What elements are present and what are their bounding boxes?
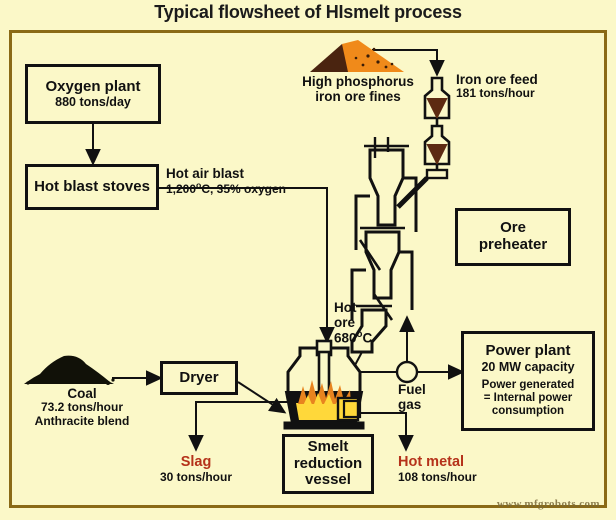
ore-chute (396, 176, 429, 209)
iron-ore-fines-pile-icon (310, 40, 404, 72)
hot-ore-line-1: Hot (334, 300, 357, 315)
ore-charge-upper (426, 98, 448, 120)
hot-blast-stoves-title: Hot blast stoves (34, 177, 150, 195)
page-title: Typical flowsheet of HIsmelt process (154, 2, 462, 22)
box-hot-blast-stoves[interactable]: Hot blast stoves (25, 164, 159, 210)
srv-title-3: vessel (305, 471, 351, 489)
power-plant-title: Power plant (485, 342, 571, 360)
label-slag: Slag 30 tons/hour (146, 454, 246, 485)
hot-ore-line-2: ore (334, 315, 356, 331)
oxygen-plant-rate: 880 tons/day (55, 95, 131, 110)
ore-charge-lower (426, 144, 448, 166)
power-plant-note-1: Power generated (481, 379, 575, 392)
lance-tube (317, 350, 331, 396)
coal-pile-icon (24, 355, 115, 385)
ore-preheater-title-2: preheater (478, 236, 548, 253)
label-hot-metal: Hot metal 108 tons/hour (398, 454, 522, 485)
coal-line-3: Anthracite blend (34, 413, 130, 428)
hot-ore-line-3b: C (362, 330, 373, 346)
iron-ore-feed-line-1: Iron ore feed (456, 72, 538, 87)
hot-air-blast-line-1: Hot air blast (166, 166, 245, 181)
hot-air-blast-line-2: 1,200oC, 35% oxygen (166, 180, 336, 197)
preheater-cyclones (350, 137, 418, 354)
hot-metal-tap-line (352, 412, 414, 452)
power-plant-note-2: = Internal power (483, 392, 573, 405)
label-iron-ore-fines: High phosphorus iron ore fines (296, 74, 420, 104)
fuel-gas-line-1: Fuel (398, 382, 426, 397)
power-plant-capacity: 20 MW capacity (481, 360, 575, 375)
hot-air-blast-line (159, 187, 335, 344)
box-power-plant[interactable]: Power plant 20 MW capacity Power generat… (461, 331, 595, 431)
ore-feed-line (372, 49, 445, 77)
label-coal: Coal 73.2 tons/hour Anthracite blend (8, 386, 156, 428)
box-ore-preheater[interactable]: Ore preheater (455, 208, 571, 266)
label-fuel-gas: Fuel gas (398, 382, 452, 412)
degree-symbol-ore: o (356, 329, 363, 341)
dryer-to-vessel-line (237, 381, 287, 414)
iron-ore-feed-line-2: 181 tons/hour (456, 86, 535, 101)
iron-ore-fines-line-2: iron ore fines (315, 89, 401, 105)
label-iron-ore-feed: Iron ore feed 181 tons/hour (456, 72, 586, 101)
dryer-title: Dryer (179, 368, 219, 386)
coal-line-2: 73.2 tons/hour (40, 400, 123, 415)
watermark: www.mfgrobots.com (496, 498, 600, 510)
fuel-gas-line-2: gas (398, 397, 422, 413)
hot-ore-line-3: 680oC (334, 329, 390, 346)
box-oxygen-plant[interactable]: Oxygen plant 880 tons/day (25, 64, 161, 124)
oxygen-plant-title: Oxygen plant (45, 77, 141, 95)
slag-title: Slag (180, 454, 212, 470)
srv-title-1: Smelt (307, 437, 349, 455)
hot-air-blast-temp: 1,200 (166, 182, 197, 197)
iron-ore-fines-line-1: High phosphorus (302, 74, 414, 89)
hot-metal-title: Hot metal (398, 454, 465, 470)
ore-preheater-title-1: Ore (500, 219, 526, 237)
power-plant-note-3: consumption (491, 405, 565, 418)
hot-metal-rate: 108 tons/hour (398, 469, 477, 484)
srv-title-2: reduction (293, 454, 363, 472)
box-smelt-reduction-vessel[interactable]: Smelt reduction vessel (282, 434, 374, 494)
degree-symbol-air: o (196, 180, 202, 191)
ore-feed-gate (425, 168, 449, 180)
slag-rate: 30 tons/hour (159, 469, 232, 484)
fuel-gas-valve-icon (395, 360, 419, 384)
slag-tap-line (188, 401, 288, 452)
hot-ore-temp: 680 (334, 330, 357, 346)
coal-line-1: Coal (67, 386, 97, 401)
label-hot-air-blast: Hot air blast 1,200oC, 35% oxygen (166, 166, 336, 197)
box-dryer[interactable]: Dryer (160, 361, 238, 395)
hot-air-blast-line-2b: C, 35% oxygen (201, 182, 287, 197)
label-hot-ore: Hot ore 680oC (334, 300, 390, 346)
